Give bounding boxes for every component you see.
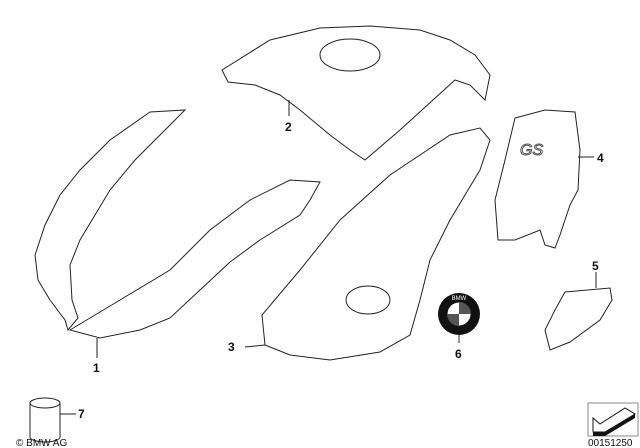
callout-1: 1: [93, 361, 100, 375]
part-2-tank-cover[interactable]: [221, 25, 491, 161]
part-7-paint-can[interactable]: [29, 397, 61, 443]
part-3-tank-side[interactable]: [261, 127, 491, 361]
gs-decal: GS: [520, 142, 543, 159]
part-1-fairing-lower[interactable]: [68, 179, 321, 339]
orientation-arrow-icon: [587, 402, 639, 437]
callout-2: 2: [285, 120, 292, 134]
copyright: © BMW AG: [16, 438, 67, 448]
diagram-id: 00151250: [588, 438, 633, 448]
part-5-small-cover[interactable]: [544, 287, 613, 351]
callout-3: 3: [228, 340, 235, 354]
callout-7: 7: [78, 407, 85, 421]
part-6-bmw-emblem[interactable]: BMW: [438, 293, 480, 335]
emblem-text: BMW: [452, 296, 467, 302]
callout-5: 5: [592, 259, 599, 273]
part-4-side-cover[interactable]: [494, 109, 581, 249]
part-1-fairing[interactable]: [34, 109, 187, 332]
callout-6: 6: [455, 347, 462, 361]
callout-4: 4: [597, 151, 604, 165]
